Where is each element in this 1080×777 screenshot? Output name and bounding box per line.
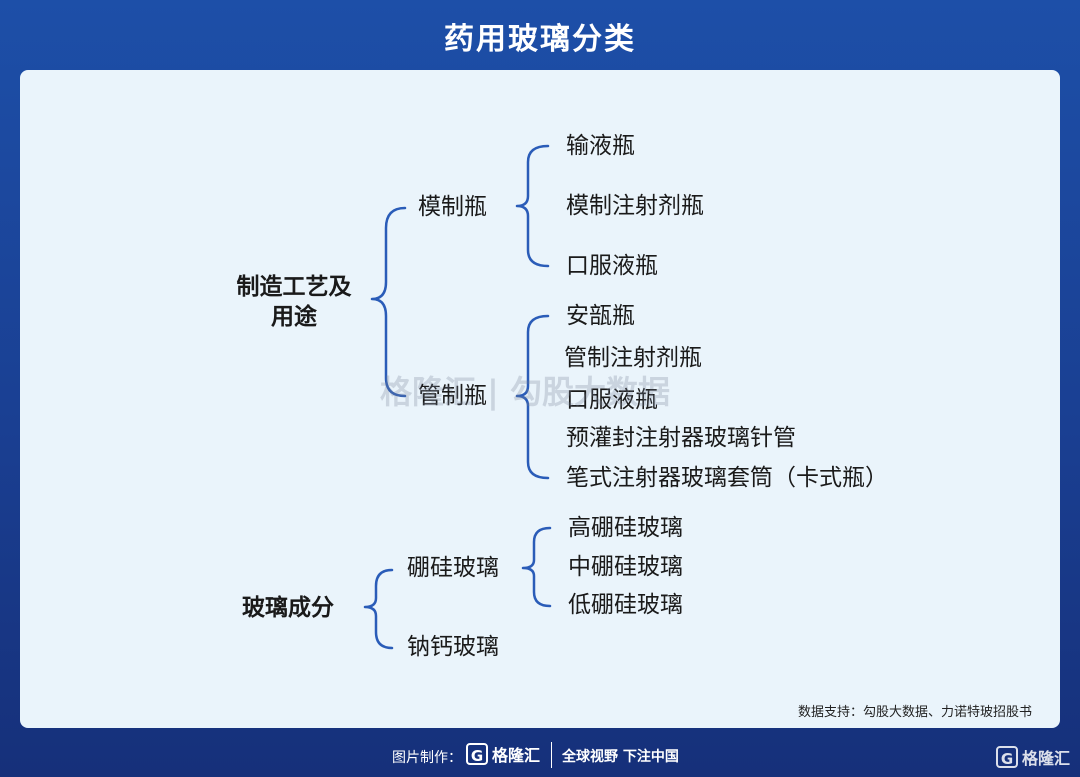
corner-logo-g-icon: G (995, 746, 1018, 768)
leaf-molded-1: 输液瓶 (566, 133, 635, 159)
footer-slogan: 全球视野 下注中国 (562, 749, 679, 765)
diagram-panel: 制造工艺及 用途 玻璃成分 模制瓶 管制瓶 硼硅玻璃 钠钙玻璃 输液瓶 模制注射… (20, 70, 1060, 728)
logo-g-icon: G (466, 743, 488, 765)
leaf-tubular-1: 安瓿瓶 (566, 303, 635, 329)
bracket-borosilicate (521, 526, 552, 608)
corner-logo-text: 格隆汇 (1021, 749, 1070, 768)
leaf-borosilicate-1: 高硼硅玻璃 (568, 515, 683, 541)
root-process-label: 制造工艺及 用途 (236, 274, 352, 330)
tree-brackets (363, 144, 552, 650)
leaf-borosilicate-2: 中硼硅玻璃 (568, 554, 683, 580)
footer-logo: G 格隆汇 (466, 742, 540, 766)
leaf-tubular-2: 管制注射剂瓶 (564, 345, 702, 371)
bracket-process (370, 206, 407, 398)
page-title: 药用玻璃分类 (444, 22, 636, 57)
footer-divider (551, 742, 552, 768)
leaf-tubular-5: 笔式注射器玻璃套筒（卡式瓶） (566, 465, 888, 491)
leaf-molded-2: 模制注射剂瓶 (566, 193, 704, 219)
leaf-borosilicate-3: 低硼硅玻璃 (568, 592, 683, 618)
group-molded: 模制瓶 (418, 194, 487, 220)
leaf-tubular-4: 预灌封注射器玻璃针管 (566, 425, 796, 451)
logo-text: 格隆汇 (492, 746, 541, 765)
corner-logo: G 格隆汇 (995, 745, 1070, 769)
group-tubular: 管制瓶 (418, 383, 487, 409)
group-soda-lime: 钠钙玻璃 (407, 634, 499, 660)
source-note: 数据支持：勾股大数据、力诺特玻招股书 (797, 705, 1032, 720)
leaf-molded-3: 口服液瓶 (566, 253, 658, 279)
leaf-tubular-3: 口服液瓶 (566, 387, 658, 413)
group-borosilicate: 硼硅玻璃 (407, 555, 499, 581)
footer: 图片制作： G 格隆汇 全球视野 下注中国 (0, 740, 1080, 770)
bracket-composition (363, 568, 394, 650)
root-composition-label: 玻璃成分 (242, 595, 334, 621)
footer-credit-label: 图片制作： (392, 750, 462, 766)
bracket-tubular (515, 314, 550, 480)
bracket-molded (515, 144, 550, 268)
watermark: 格隆汇 | 勾股大数据 (380, 373, 670, 411)
